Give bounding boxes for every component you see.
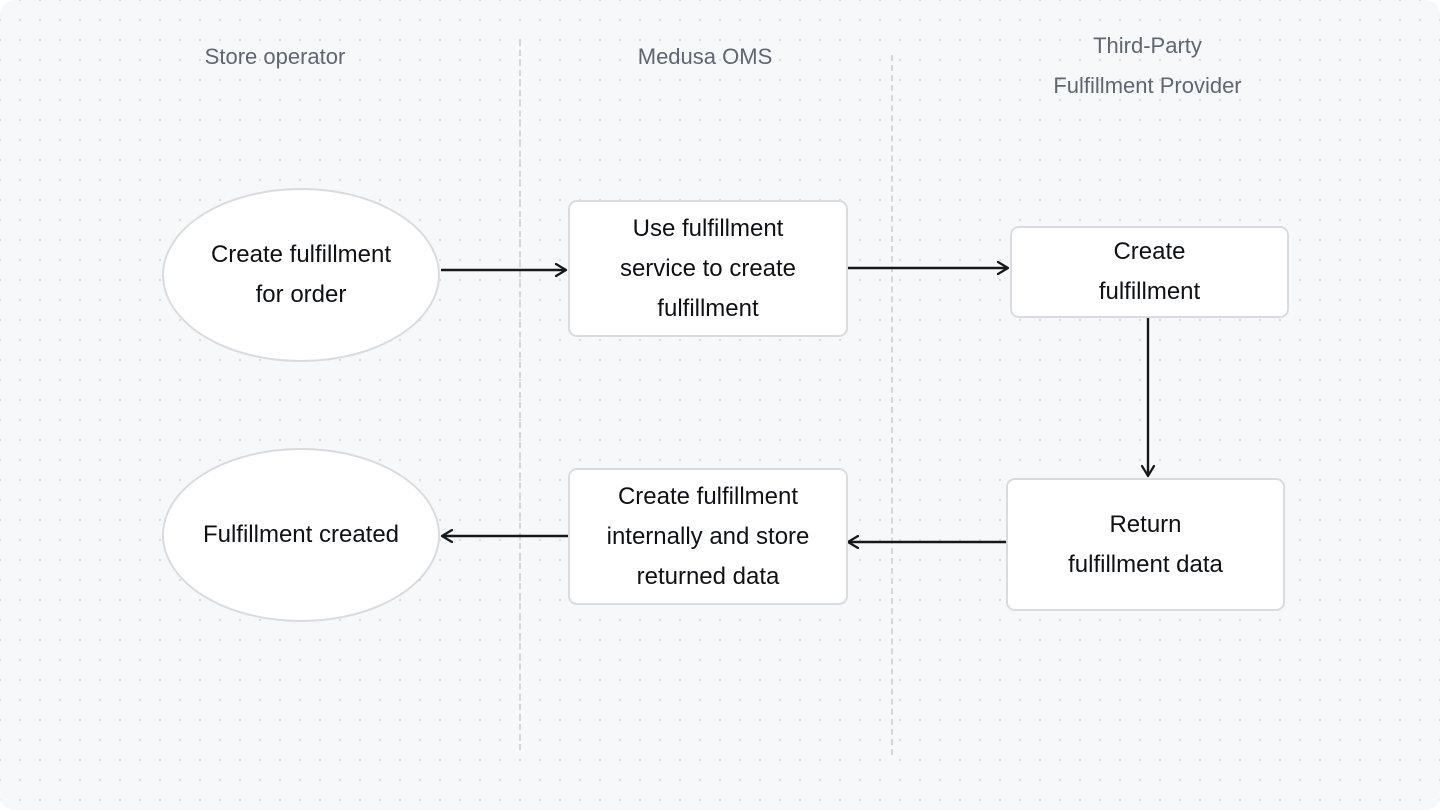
node-provider-create-fulfillment: Create fulfillment (1010, 226, 1289, 318)
node-fulfillment-created-label: Fulfillment created (202, 521, 400, 548)
lane-header-medusa-oms: Medusa OMS (637, 44, 773, 69)
lane-divider-right (891, 55, 893, 755)
node-return-fulfillment-data-label: Return fulfillment data (1068, 510, 1223, 578)
node-create-internally-store: Create fulfillment internally and store … (568, 468, 848, 605)
lane-divider-left (519, 40, 521, 750)
node-fulfillment-created: Fulfillment created (162, 448, 440, 622)
node-use-fulfillment-service: Use fulfillment service to create fulfil… (568, 200, 848, 337)
node-return-fulfillment-data: Return fulfillment data (1006, 478, 1285, 611)
node-create-internally-store-label: Create fulfillment internally and store … (606, 482, 810, 590)
lane-header-third-party-text: Third-Party Fulfillment Provider (1053, 33, 1242, 98)
lane-header-third-party: Third-Party Fulfillment Provider (1000, 26, 1295, 106)
node-provider-create-fulfillment-label: Create fulfillment (1098, 238, 1201, 305)
lane-header-store-operator: Store operator (204, 44, 346, 69)
node-create-fulfillment-for-order-label: Create fulfillment for order (210, 241, 392, 308)
node-use-fulfillment-service-label: Use fulfillment service to create fulfil… (619, 214, 797, 322)
node-create-fulfillment-for-order: Create fulfillment for order (162, 188, 440, 362)
